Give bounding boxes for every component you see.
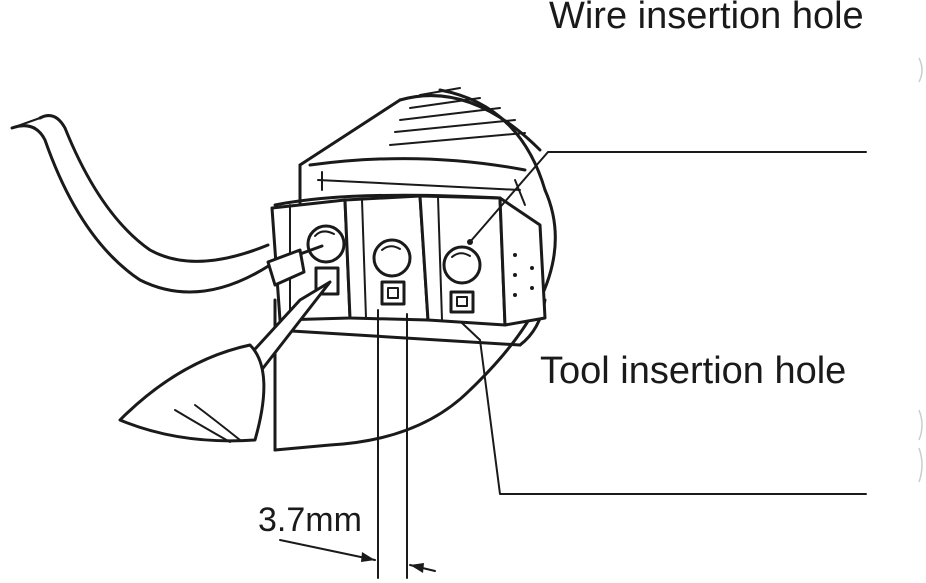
wire-hole-label: Wire insertion hole — [549, 0, 864, 37]
connector-housing — [273, 87, 557, 452]
tool-hole-callout: Tool insertion hole — [461, 322, 867, 495]
pitch-dimension: 3.7mm — [258, 309, 436, 579]
dimension-label: 3.7mm — [258, 501, 362, 539]
tool-hole-label: Tool insertion hole — [540, 350, 846, 392]
wire-hole-callout: Wire insertion hole — [467, 0, 867, 245]
wire-icon — [10, 114, 324, 294]
tool-hole-3 — [449, 290, 475, 314]
edge-marks — [918, 57, 923, 483]
tool-insertion-holes — [314, 266, 475, 314]
screwdriver-icon — [118, 280, 332, 443]
tool-hole-2 — [380, 280, 406, 306]
wire-insertion-holes — [306, 224, 482, 285]
